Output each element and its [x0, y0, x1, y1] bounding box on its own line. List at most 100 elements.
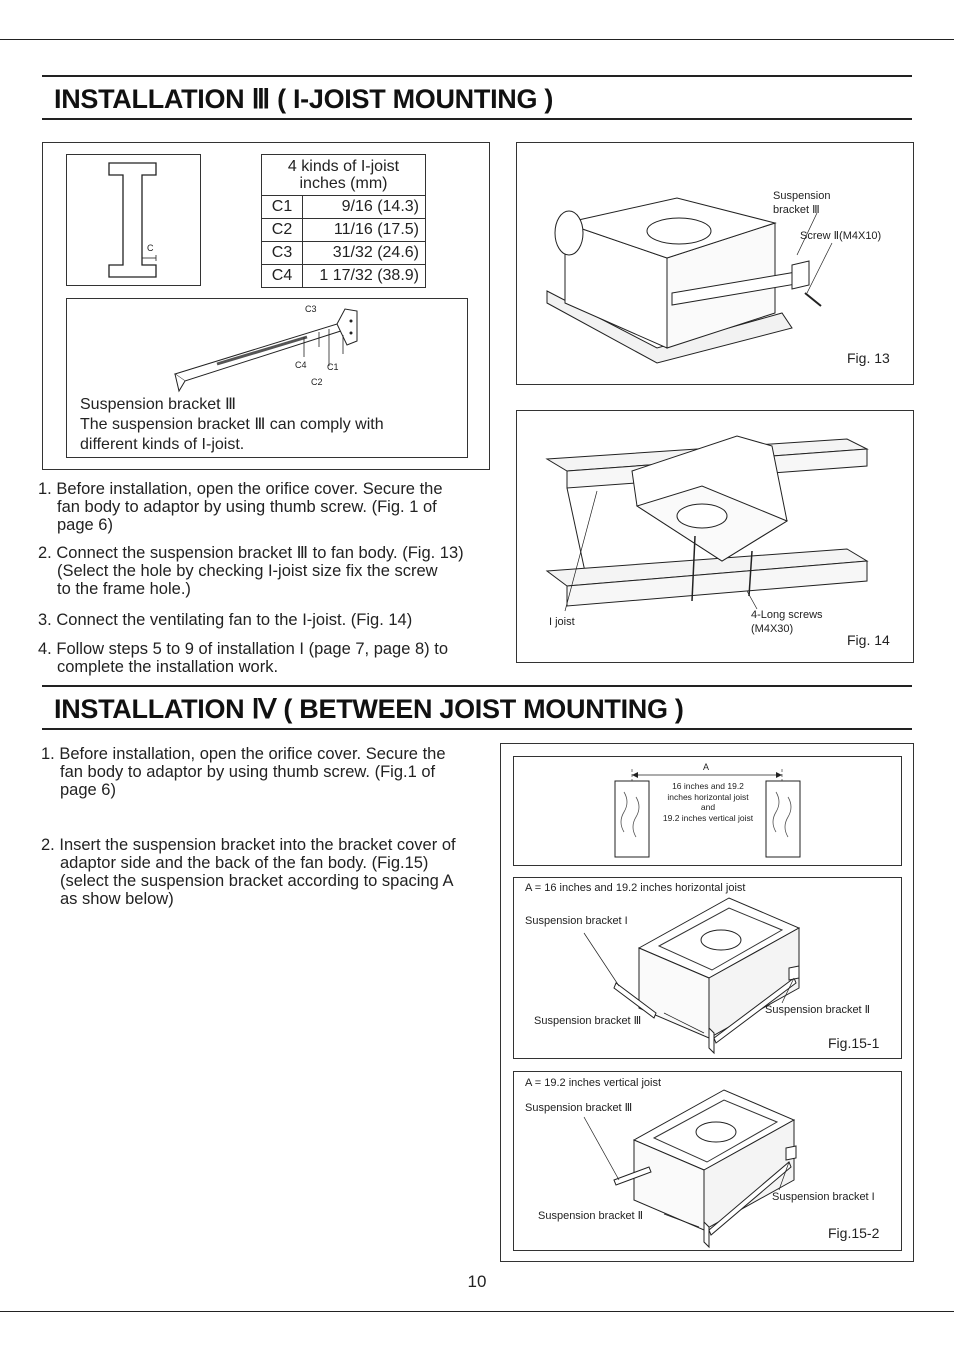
- fig15-1-bracket-2: Suspension bracket Ⅱ: [765, 1004, 871, 1016]
- fig15-1-condition: A = 16 inches and 19.2 inches horizontal…: [525, 882, 746, 894]
- step-line: (Select the hole by checking I-joist siz…: [57, 562, 438, 580]
- ibeam-c-label: C: [147, 243, 154, 253]
- fig14-ijoist-callout: I joist: [549, 616, 575, 628]
- fig13-bracket-line2: bracket Ⅲ: [773, 204, 820, 216]
- spacing-note: 16 inches and 19.2 inches horizontal joi…: [654, 781, 762, 823]
- step-line: page 6): [57, 516, 113, 534]
- ijoist-mount-illustration: [545, 435, 869, 612]
- section3-step-2: 2. Connect the suspension bracket Ⅲ to f…: [38, 544, 464, 598]
- step-line: (select the suspension bracket according…: [60, 872, 454, 890]
- spacing-note-line1: 16 inches and 19.2: [672, 781, 744, 791]
- section4-step-1: 1. Before installation, open the orifice…: [41, 745, 446, 799]
- table-header-row: 4 kinds of I-joist inches (mm): [261, 154, 426, 196]
- step-number: 2.: [41, 836, 55, 854]
- table-cell-value: 11/16 (17.5): [302, 218, 426, 242]
- step-line: Before installation, open the orifice co…: [56, 480, 443, 498]
- fig15-2-bracket-2: Suspension bracket Ⅱ: [538, 1210, 644, 1222]
- step-line: fan body to adaptor by using thumb screw…: [60, 763, 436, 781]
- bracket-c4-label: C4: [295, 360, 307, 370]
- table-cell-value: 1 17/32 (38.9): [302, 264, 426, 288]
- fig13-label: Fig. 13: [847, 350, 890, 366]
- fig15-panel: A 16 inches and 19.2 inches horizontal j…: [500, 743, 914, 1262]
- fig14-screws-line1: 4-Long screws: [751, 609, 823, 621]
- fig15-2-bracket-1: Suspension bracket I: [772, 1191, 875, 1203]
- section3-title-bottom-rule: [42, 118, 912, 120]
- section4-title-bottom-rule: [42, 728, 912, 730]
- fig13-panel: Suspension bracket Ⅲ Screw Ⅱ(M4X10) Fig.…: [516, 142, 914, 385]
- fan-bracket-illustration: [546, 197, 833, 364]
- step-line: Connect the suspension bracket Ⅲ to fan …: [56, 544, 464, 562]
- bracket-caption: Suspension bracket Ⅲ The suspension brac…: [80, 395, 384, 455]
- section4-title-top-rule: [42, 685, 912, 687]
- table-cell-value: 9/16 (14.3): [302, 195, 426, 219]
- section3-title: INSTALLATION Ⅲ ( I-JOIST MOUNTING ): [54, 84, 554, 114]
- table-cell-value: 31/32 (24.6): [302, 241, 426, 265]
- section3-title-top-rule: [42, 75, 912, 77]
- step-line: adaptor side and the back of the fan bod…: [60, 854, 429, 872]
- fig13-bracket-line1: Suspension: [773, 190, 831, 202]
- step-line: to the frame hole.): [57, 580, 191, 598]
- bracket-caption-line3: different kinds of I-joist.: [80, 436, 245, 453]
- step-line: fan body to adaptor by using thumb screw…: [57, 498, 437, 516]
- section3-step-3: 3. Connect the ventilating fan to the I-…: [38, 611, 412, 629]
- fig13-screw-callout: Screw Ⅱ(M4X10): [800, 230, 882, 242]
- table-cell-code: C2: [261, 218, 303, 242]
- step-number: 4.: [38, 640, 52, 658]
- step-line: as show below): [60, 890, 174, 908]
- bracket-c1-label: C1: [327, 362, 339, 372]
- section4-title: INSTALLATION Ⅳ ( BETWEEN JOIST MOUNTING …: [54, 694, 684, 724]
- suspension-bracket-icon: [173, 308, 358, 393]
- section4-step-2: 2. Insert the suspension bracket into th…: [41, 836, 456, 908]
- fig13-bracket-callout: Suspension bracket Ⅲ: [773, 189, 831, 217]
- bracket-c2-label: C2: [311, 377, 323, 387]
- page-bottom-rule: [0, 1311, 954, 1312]
- spacing-note-line2: inches horizontal joist: [667, 791, 749, 802]
- fig14-panel: I joist 4-Long screws (M4X30) Fig. 14: [516, 410, 914, 663]
- spacing-a-label: A: [703, 762, 710, 772]
- joist-spacing-figure: A 16 inches and 19.2 inches horizontal j…: [513, 756, 902, 866]
- step-line: Follow steps 5 to 9 of installation I (p…: [56, 640, 449, 658]
- ibeam-figure: C: [66, 154, 201, 286]
- step-line: Connect the ventilating fan to the I-joi…: [56, 611, 413, 629]
- table-cell-code: C1: [261, 195, 303, 219]
- fan-brackets-vertical-illustration: [583, 1089, 797, 1249]
- page-number: 10: [467, 1272, 487, 1291]
- bracket-caption-line1: Suspension bracket Ⅲ: [80, 396, 237, 413]
- bracket-figure: C3 C4 C1 C2 Suspension bracket Ⅲ The sus…: [66, 298, 468, 458]
- spacing-note-line3: and: [700, 802, 716, 812]
- table-cell-code: C4: [261, 264, 303, 288]
- table-header-line1: 4 kinds of I-joist: [287, 158, 400, 175]
- fig14-label: Fig. 14: [847, 632, 890, 648]
- fig15-2-condition: A = 19.2 inches vertical joist: [525, 1077, 662, 1089]
- bracket-caption-line2: The suspension bracket Ⅲ can comply with: [80, 416, 384, 433]
- section3-step-4: 4. Follow steps 5 to 9 of installation I…: [38, 640, 448, 676]
- spacing-note-line4: 19.2 inches vertical joist: [662, 812, 754, 823]
- step-line: Insert the suspension bracket into the b…: [59, 836, 456, 854]
- fig15-1-bracket-3: Suspension bracket Ⅲ: [534, 1015, 642, 1027]
- section3-step-1: 1. Before installation, open the orifice…: [38, 480, 443, 534]
- page-top-rule: [0, 39, 954, 40]
- bracket-c3-label: C3: [305, 304, 317, 314]
- fan-brackets-horizontal-illustration: [583, 897, 801, 1055]
- fig14-screws-line2: (M4X30): [751, 623, 794, 635]
- fig14-screws-callout: 4-Long screws (M4X30): [751, 608, 823, 636]
- table-header-line2: inches (mm): [299, 175, 388, 192]
- joist-spacing-icon: [614, 769, 801, 858]
- step-line: Before installation, open the orifice co…: [59, 745, 446, 763]
- fig15-1-label: Fig.15-1: [828, 1035, 880, 1051]
- fig15-1-bracket-1: Suspension bracket I: [525, 915, 628, 927]
- step-number: 1.: [38, 480, 52, 498]
- step-number: 3.: [38, 611, 52, 629]
- fig15-2-bracket-3: Suspension bracket Ⅲ: [525, 1102, 633, 1114]
- fig15-2-label: Fig.15-2: [828, 1225, 880, 1241]
- step-line: page 6): [60, 781, 116, 799]
- table-cell-code: C3: [261, 241, 303, 265]
- table-header: 4 kinds of I-joist inches (mm): [261, 154, 426, 196]
- fig15-2-figure: A = 19.2 inches vertical joist Suspensio…: [513, 1071, 902, 1251]
